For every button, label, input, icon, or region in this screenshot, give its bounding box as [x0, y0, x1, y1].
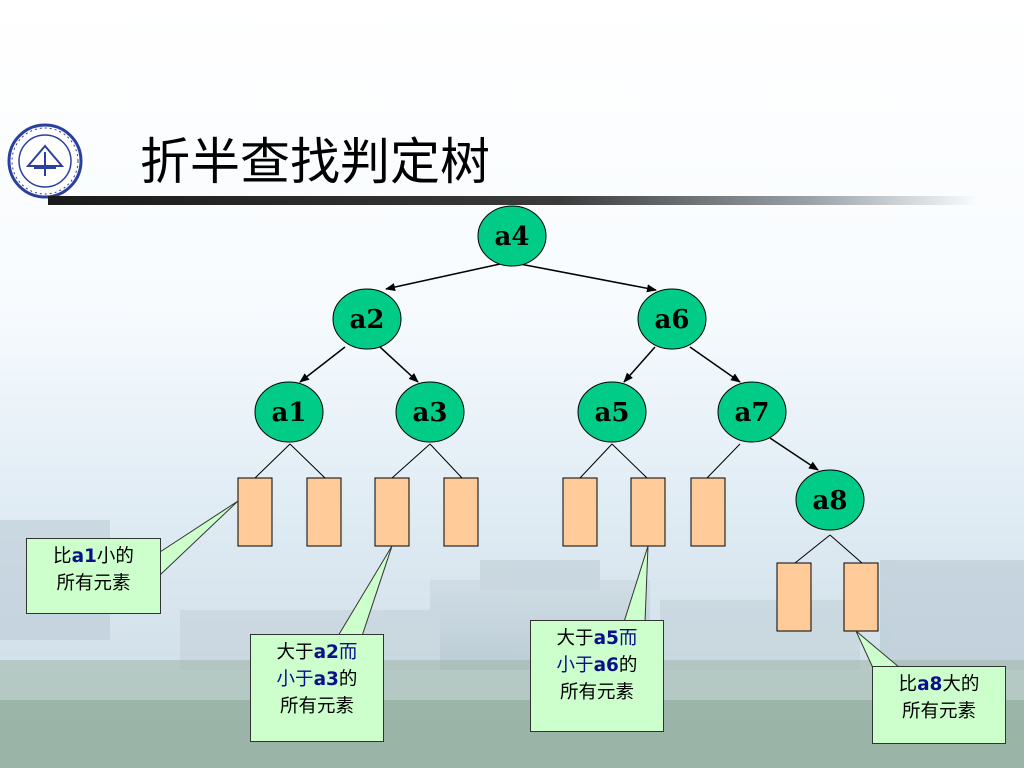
tree-node-a6: a6 — [637, 288, 707, 350]
university-seal-logo — [7, 123, 83, 199]
callout-line: 大于a2而 — [251, 639, 383, 666]
edge-a2-a1 — [299, 346, 346, 383]
callout-line: 比a8大的 — [873, 671, 1005, 698]
node-label: a1 — [272, 398, 307, 428]
node-label: a6 — [655, 305, 690, 335]
callout-between-a2-a3: 大于a2而 小于a3的 所有元素 — [250, 634, 384, 742]
callout-line: 所有元素 — [279, 696, 354, 717]
callout-line: 所有元素 — [559, 682, 634, 703]
tree-node-a2: a2 — [332, 288, 402, 350]
callout-text: 比 — [53, 546, 72, 567]
callout-line: 小于a6的 — [531, 652, 663, 679]
tree-node-a5: a5 — [577, 381, 647, 443]
failure-leaf — [630, 477, 666, 547]
callout-text: 的 — [618, 655, 638, 676]
callout-text: 而 — [618, 628, 638, 649]
callout-text: 大于 — [276, 642, 314, 663]
callout-line: 所有元素 — [56, 573, 131, 594]
callout-text: 而 — [338, 642, 358, 663]
failure-leaf — [306, 477, 342, 547]
failure-leaf — [690, 477, 726, 547]
node-label: a8 — [813, 486, 848, 516]
node-label: a3 — [413, 398, 448, 428]
title-area: 折半查找判定树 — [0, 110, 1024, 220]
tree-node-a4: a4 — [477, 205, 547, 267]
callout-text: 大于 — [556, 628, 594, 649]
callout-less-than-a1: 比a1小的 所有元素 — [26, 538, 161, 614]
edge-a6-a7 — [689, 346, 741, 383]
edge-a4-a6 — [519, 263, 657, 293]
edge-a6-a5 — [623, 346, 656, 383]
callout-text: 比 — [898, 674, 918, 695]
callout-line: 大于a5而 — [531, 625, 663, 652]
callout-text: 的 — [338, 669, 358, 690]
callout-key: a5 — [593, 628, 619, 649]
node-label: a4 — [495, 222, 530, 252]
node-label: a2 — [350, 305, 385, 335]
tree-node-a8: a8 — [795, 469, 865, 531]
title-underline — [48, 196, 978, 205]
tree-node-a1: a1 — [254, 381, 324, 443]
edge-a2-a3 — [379, 346, 419, 383]
callout-line: 比a1小的 — [27, 543, 160, 570]
callout-line: 所有元素 — [901, 701, 976, 722]
callout-key: a3 — [313, 669, 339, 690]
leaf-branches — [254, 443, 863, 564]
node-label: a7 — [735, 398, 770, 428]
callout-key: a6 — [593, 655, 619, 676]
callout-key: a1 — [71, 546, 97, 567]
callout-text: 小于 — [276, 669, 314, 690]
node-label: a5 — [595, 398, 630, 428]
slide-title: 折半查找判定树 — [140, 133, 490, 191]
failure-leaf — [843, 562, 879, 632]
callout-key: a2 — [313, 642, 339, 663]
callout-text: 小于 — [556, 655, 594, 676]
tree-node-a7: a7 — [717, 381, 787, 443]
callout-between-a5-a6: 大于a5而 小于a6的 所有元素 — [530, 620, 664, 732]
callout-line: 小于a3的 — [251, 666, 383, 693]
callout-pointers — [159, 500, 902, 669]
callout-greater-than-a8: 比a8大的 所有元素 — [872, 666, 1006, 744]
edge-a4-a2 — [385, 263, 501, 291]
failure-leaf — [374, 477, 410, 547]
callout-text: 大的 — [942, 674, 980, 695]
failure-leaf — [562, 477, 598, 547]
callout-key: a8 — [917, 674, 943, 695]
edge-a7-a8 — [769, 437, 819, 471]
callout-text: 小的 — [96, 546, 134, 567]
failure-leaf — [776, 562, 812, 632]
failure-leaf — [237, 477, 273, 547]
failure-leaf — [443, 477, 479, 547]
tree-node-a3: a3 — [395, 381, 465, 443]
